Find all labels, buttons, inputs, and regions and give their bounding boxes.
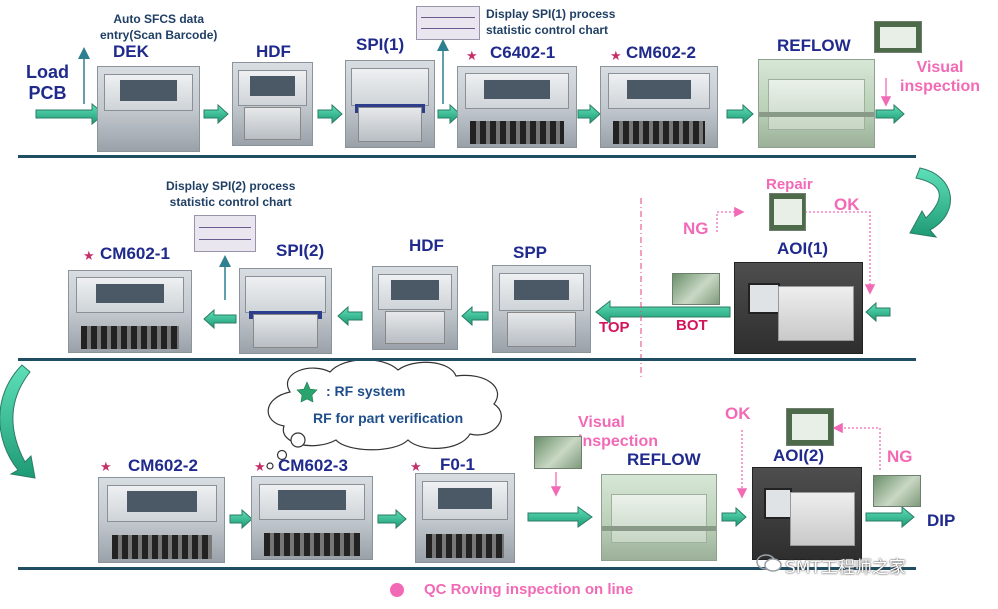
spi1-chart-thumbnail: [416, 6, 480, 40]
arrow-f0-to-reflow: [527, 506, 593, 528]
rf-star-icon-cm602-2-bottom: ★: [100, 459, 112, 474]
dek-label: DEK: [113, 42, 149, 61]
arrow-dek-to-hdf: [203, 103, 229, 125]
arrow-aoi1-to-spp: [595, 299, 731, 325]
spi2-chart-thumbnail: [194, 215, 256, 252]
repair-station-thumbnail-2: [786, 408, 834, 446]
repair-label: Repair: [766, 176, 813, 193]
dip-label: DIP: [927, 511, 956, 530]
legend-rf-part-verification: RF for part verification: [313, 410, 464, 426]
qc-bullet-icon: [390, 583, 404, 597]
ng1-to-repair: [716, 206, 745, 232]
row3-divider: [18, 567, 916, 570]
load-pcb-label: Load PCB: [26, 62, 69, 103]
cm602-1-label: CM602-1: [100, 244, 170, 263]
rf-star-icon-cloud: [296, 381, 318, 403]
hdf-label-1: HDF: [256, 42, 291, 61]
arrow-hdf-to-spi1: [317, 103, 343, 125]
ng-label-1: NG: [683, 219, 709, 238]
rf-star-icon-cm602-3: ★: [254, 459, 266, 474]
hdf-label-2: HDF: [409, 236, 444, 255]
spi1-machine-photo: [345, 60, 435, 148]
curved-arrow-row1-to-row2: [909, 167, 951, 238]
row1-arrows: [35, 102, 905, 126]
hdf-machine-photo-2: [372, 266, 458, 350]
visual-inspection-label-1: Visual inspection: [900, 59, 981, 95]
reflow-oven-photo-2: [601, 474, 717, 561]
aoi2-machine-photo: [752, 467, 862, 560]
ok-label-1: OK: [834, 195, 860, 214]
aoi2-label: AOI(2): [773, 446, 824, 465]
legend-rf-system: : RF system: [326, 383, 406, 399]
top-label: TOP: [599, 319, 630, 336]
visual-inspection-label-2: Visual inspection: [578, 414, 659, 450]
spi2-chart-note: Display SPI(2) process statistic control…: [166, 179, 296, 209]
cm602-2-label-top: CM602-2: [626, 43, 696, 62]
bot-inspection-thumbnail: [672, 273, 720, 305]
arrow-hdf-to-spi2: [337, 305, 363, 327]
reflow-label-1: REFLOW: [777, 36, 851, 55]
spi2-machine-photo: [239, 268, 332, 354]
repair-to-ok: [805, 211, 876, 295]
rf-star-icon-cm602-1: ★: [83, 248, 95, 263]
hdf-machine-photo-1: [232, 62, 313, 146]
arrow-into-aoi1: [865, 301, 891, 323]
spp-label: SPP: [513, 243, 548, 262]
spp-machine-photo: [492, 265, 591, 353]
cm602-2-machine-photo-bottom: [98, 477, 225, 563]
cm602-3-label: CM602-3: [278, 456, 348, 475]
f0-1-machine-photo: [415, 473, 515, 563]
dek-machine-photo: [97, 66, 200, 152]
c6402-1-machine-photo: [457, 66, 577, 148]
reflow-label-2: REFLOW: [627, 450, 701, 469]
cm602-1-machine-photo: [68, 270, 192, 353]
rf-star-icon-f0-1: ★: [410, 459, 422, 474]
curved-arrow-row2-to-row3: [0, 364, 36, 479]
row2-arrows: [203, 299, 891, 330]
arrow-spi1-to-c6402: [437, 103, 461, 125]
spi2-label: SPI(2): [276, 241, 325, 260]
ng2-to-repair: [832, 422, 881, 470]
arrow-cm602-to-reflow: [726, 103, 754, 125]
cm602-2-label-bottom: CM602-2: [128, 456, 198, 475]
arrow-reflow-out: [875, 103, 905, 125]
qc-roving-label: QC Roving inspection on line: [424, 581, 634, 598]
aoi1-machine-photo: [734, 262, 863, 354]
arrow-reflow-to-aoi2: [721, 506, 747, 528]
rf-star-icon-cm602-2-top: ★: [610, 48, 622, 63]
visual-inspection-thumbnail-1: [874, 21, 922, 53]
row2-divider: [18, 358, 916, 361]
ng-inspection-thumbnail-2: [873, 475, 921, 507]
ng-label-2: NG: [887, 447, 913, 466]
arrow-c6402-to-cm602: [577, 103, 601, 125]
visual-inspection-thumbnail-2: [534, 436, 582, 469]
rf-star-icon-c6402: ★: [466, 48, 478, 63]
repair-station-thumbnail: [769, 193, 806, 231]
ok-label-2: OK: [725, 404, 751, 423]
reflow-oven-photo-1: [758, 59, 875, 148]
c6402-1-label: C6402-1: [490, 43, 556, 62]
arrow-cm602-2-to-3: [229, 508, 253, 530]
row1-divider: [18, 155, 916, 158]
arrow-aoi2-to-dip: [865, 505, 915, 529]
auto-sfcs-note: Auto SFCS data entry(Scan Barcode): [100, 12, 218, 42]
aoi1-label: AOI(1): [777, 239, 828, 258]
arrow-cm602-3-to-f0: [377, 508, 407, 530]
f0-1-label: F0-1: [440, 455, 475, 474]
wechat-icon: [756, 553, 782, 573]
row3-arrows: [229, 505, 915, 530]
cm602-3-machine-photo: [251, 476, 373, 560]
arrow-spi2-to-cm602-1: [203, 308, 237, 330]
spi1-chart-note: Display SPI(1) process statistic control…: [486, 7, 616, 37]
spi1-label: SPI(1): [356, 35, 405, 54]
cm602-2-machine-photo-top: [600, 66, 718, 148]
bot-label: BOT: [676, 317, 708, 334]
arrow-spp-to-hdf: [461, 305, 489, 327]
watermark-text: SMT工程师之家: [785, 558, 906, 578]
arrow-load-to-dek: [35, 102, 105, 126]
